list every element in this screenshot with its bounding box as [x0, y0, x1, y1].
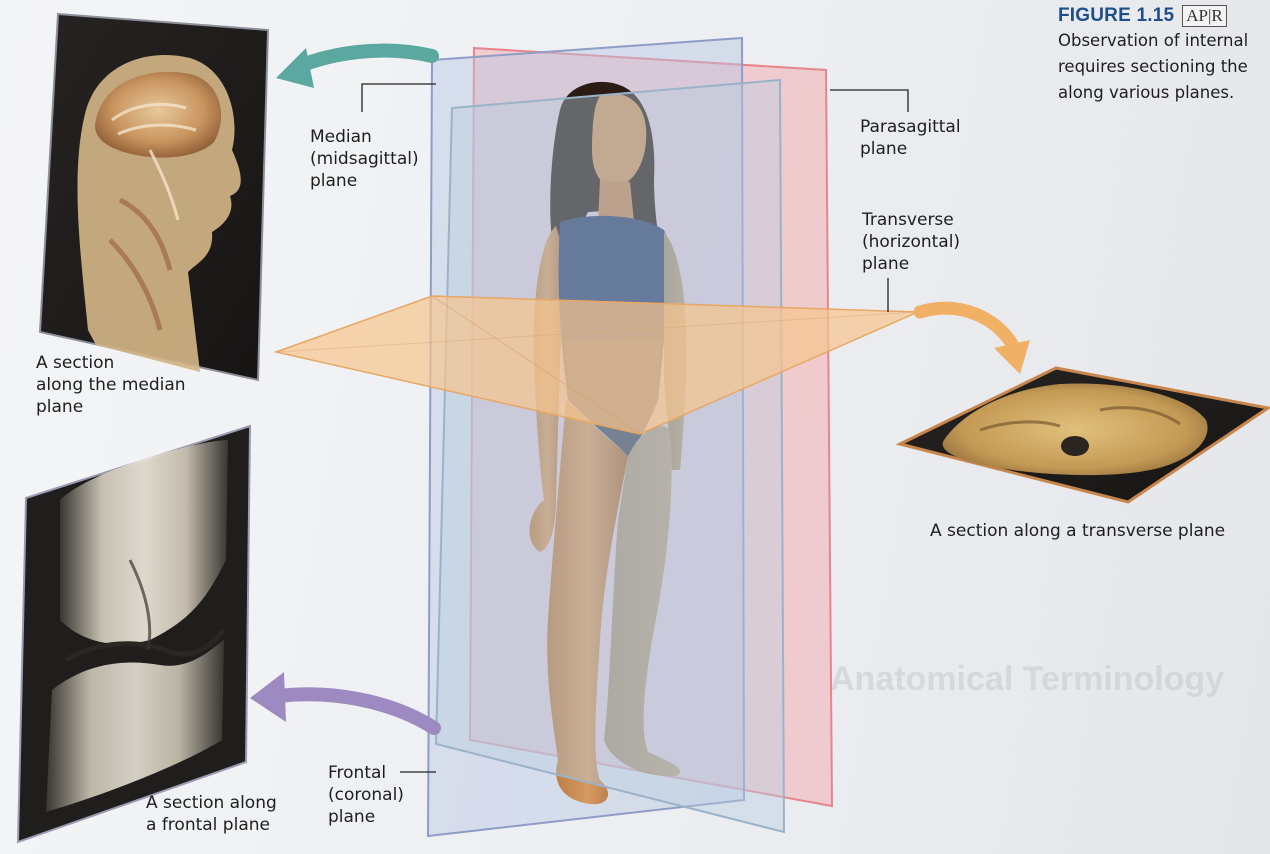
median-section-image: [40, 14, 268, 380]
teal-arrow: [276, 48, 432, 88]
figure-caption-line: requires sectioning the: [1058, 54, 1270, 80]
parasagittal-plane-label: Parasagittal plane: [860, 116, 961, 160]
median-section-label: A section along the median plane: [36, 352, 186, 418]
frontal-section-label: A section along a frontal plane: [146, 792, 277, 836]
figure-header: FIGURE 1.15 AP|R Observation of internal…: [1058, 4, 1270, 106]
frontal-plane-label: Frontal (coronal) plane: [328, 762, 404, 828]
orange-arrow: [920, 308, 1030, 374]
median-plane-label: Median (midsagittal) plane: [310, 126, 419, 192]
figure-number: FIGURE 1.15: [1058, 5, 1174, 27]
figure-caption-line: along various planes.: [1058, 80, 1270, 106]
frontal-section-image: [18, 426, 250, 842]
transverse-section-image: [900, 368, 1268, 502]
figure-caption-line: Observation of internal: [1058, 28, 1270, 54]
purple-arrow: [250, 672, 434, 728]
transverse-section-label: A section along a transverse plane: [930, 520, 1225, 542]
transverse-plane-label: Transverse (horizontal) plane: [862, 209, 960, 275]
frontal-plane: [436, 80, 784, 832]
ap-r-badge: AP|R: [1182, 5, 1226, 27]
